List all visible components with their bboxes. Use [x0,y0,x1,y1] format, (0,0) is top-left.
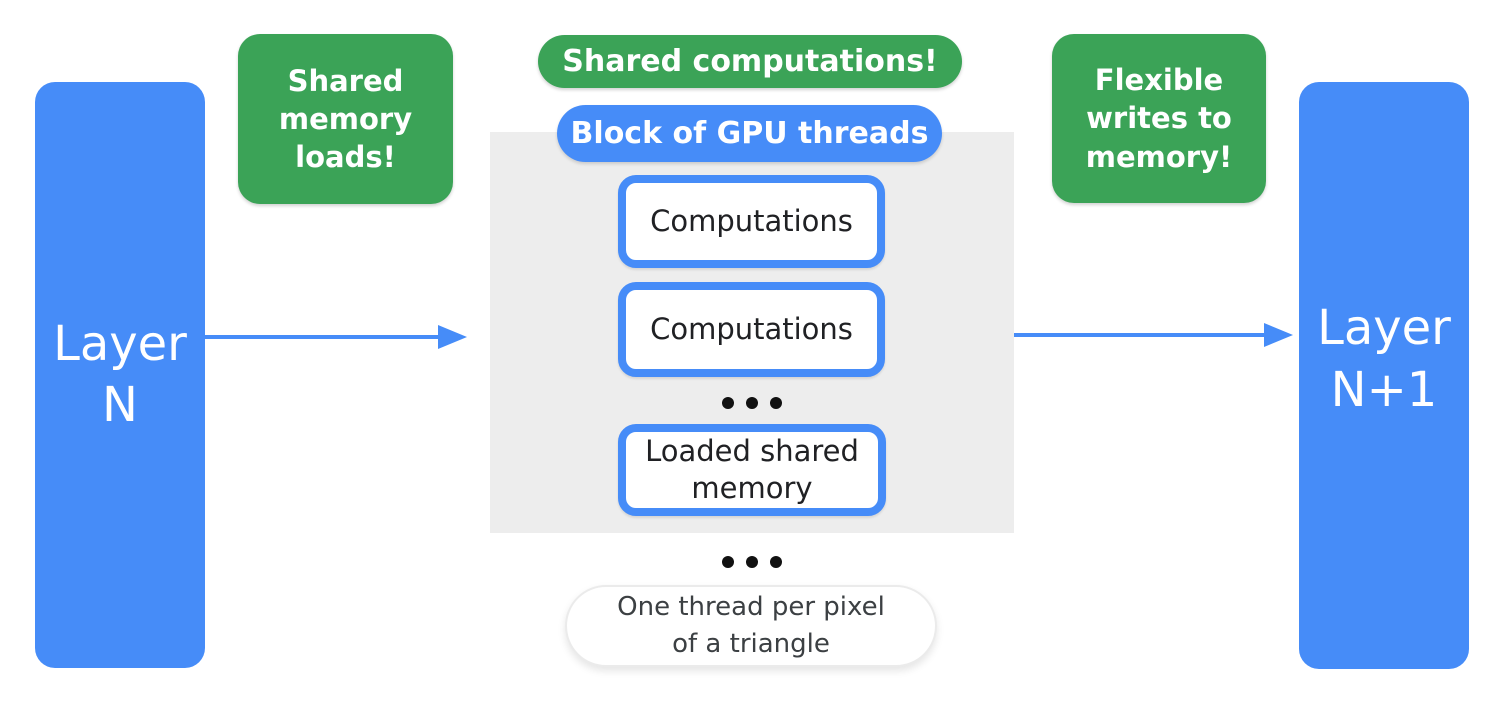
dot [746,397,758,409]
callout-shared-memory-loads-label: Shared memory loads! [278,63,413,175]
layer-n-plus-1-box: Layer N+1 [1299,82,1469,669]
computations-box-1: Computations [618,175,885,268]
callout-flexible-writes-label: Flexible writes to memory! [1085,63,1233,174]
layer-n-label: Layer N [53,315,187,433]
computations-box-2: Computations [618,282,885,377]
ellipsis-dots-inner [490,397,1014,409]
arrow-line [205,335,438,339]
callout-flexible-writes: Flexible writes to memory! [1052,34,1266,203]
layer-n-box: Layer N [35,82,205,668]
arrow-head [1264,323,1293,347]
arrow-line [1014,333,1264,337]
callout-shared-computations-label: Shared computations! [562,44,938,79]
dot [770,556,782,568]
dot [722,397,734,409]
one-thread-per-pixel-label: One thread per pixel of a triangle [617,592,885,659]
gpu-threads-header-label: Block of GPU threads [570,116,929,151]
dot [722,556,734,568]
computations-box-1-label: Computations [650,203,853,238]
callout-shared-memory-loads: Shared memory loads! [238,34,453,204]
loaded-shared-memory-box: Loaded shared memory [618,424,886,516]
computations-box-2-label: Computations [650,311,853,346]
dot [746,556,758,568]
arrow-head [438,325,467,349]
one-thread-per-pixel-pill: One thread per pixel of a triangle [565,585,937,667]
layer-n-plus-1-label: Layer N+1 [1317,300,1451,418]
loaded-shared-memory-label: Loaded shared memory [645,433,859,505]
callout-shared-computations: Shared computations! [538,35,962,88]
dot [770,397,782,409]
gpu-threads-header-pill: Block of GPU threads [557,105,942,162]
ellipsis-dots-outer [490,556,1014,568]
